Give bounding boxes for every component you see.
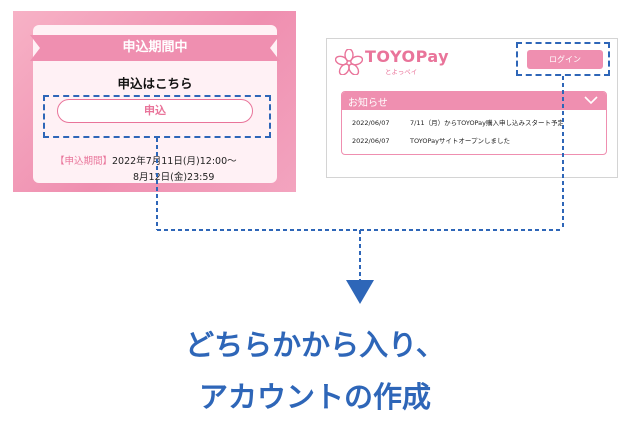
notice-text: TOYOPayサイトオープンしました [410, 137, 511, 145]
notice-item[interactable]: 2022/06/07 7/11（月）からTOYOPay購入申し込みスタート予定 [352, 117, 564, 127]
notice-item[interactable]: 2022/06/07 TOYOPayサイトオープンしました [352, 135, 510, 145]
caption-line-1: どちらかから入り、 [185, 328, 445, 362]
chevron-down-icon[interactable] [584, 95, 598, 105]
period-start-text: 2022年7月11日(月)12:00〜 [112, 156, 237, 167]
application-period-label: 【申込期間】 [55, 156, 113, 167]
login-button[interactable]: ログイン [527, 50, 603, 69]
notice-date: 2022/06/07 [352, 119, 390, 127]
caption-line-2: アカウントの作成 [198, 380, 431, 414]
flower-icon [335, 49, 363, 75]
login-button-highlight [516, 42, 610, 76]
ribbon-shape [30, 35, 280, 61]
notice-text: 7/11（月）からTOYOPay購入申し込みスタート予定 [410, 119, 565, 127]
status-ribbon: 申込期間中 [30, 35, 280, 61]
application-period-start: 【申込期間】2022年7月11日(月)12:00〜 [55, 153, 237, 167]
logo-text: TOYOPay [365, 47, 450, 66]
notice-title: お知らせ [348, 98, 388, 109]
application-panel: 申込期間中 申込はこちら 申込 【申込期間】2022年7月11日(月)12:00… [13, 11, 296, 192]
notice-header[interactable]: お知らせ [342, 92, 606, 110]
status-ribbon-label: 申込期間中 [122, 40, 188, 55]
apply-button-highlight [43, 95, 271, 138]
notice-box: お知らせ 2022/06/07 7/11（月）からTOYOPay購入申し込みスター… [341, 91, 607, 155]
application-period-end: 8月12日(金)23:59 [133, 172, 215, 183]
logo-subtext: とよっペイ [385, 68, 418, 76]
apply-button[interactable]: 申込 [57, 99, 253, 123]
arrow-down-icon [346, 280, 374, 304]
notice-date: 2022/06/07 [352, 137, 390, 145]
apply-heading: 申込はこちら [117, 76, 193, 91]
site-panel: TOYOPay とよっペイ ログイン お知らせ 2022/06/07 7/11（月… [326, 38, 618, 178]
application-card: 申込期間中 申込はこちら 申込 【申込期間】2022年7月11日(月)12:00… [30, 25, 280, 183]
